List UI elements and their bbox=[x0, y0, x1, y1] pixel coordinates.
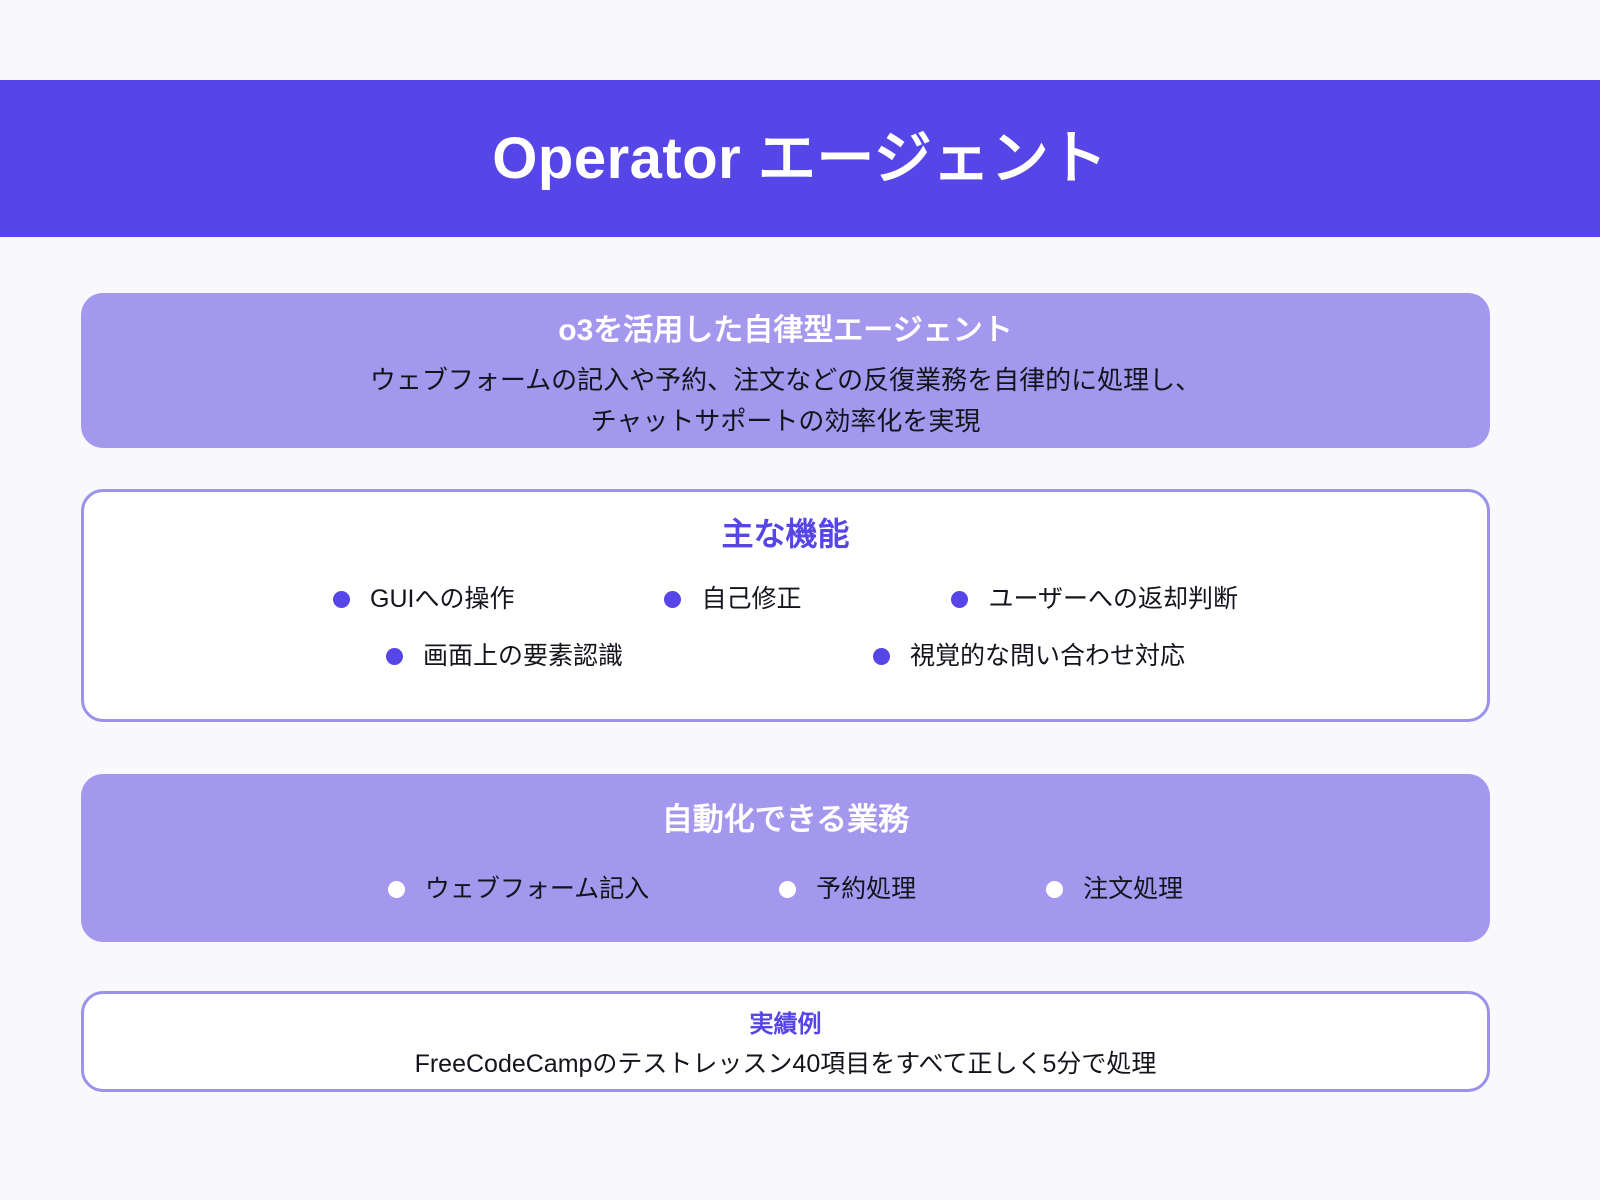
feature-label: 自己修正 bbox=[701, 584, 802, 613]
feature-label: 画面上の要素認識 bbox=[422, 641, 623, 670]
list-item: 自己修正 bbox=[664, 584, 802, 613]
automation-label: ウェブフォーム記入 bbox=[424, 875, 650, 904]
automation-label: 注文処理 bbox=[1083, 875, 1184, 904]
bullet-dot-icon bbox=[385, 647, 403, 665]
feature-label: ユーザーへの返却判断 bbox=[988, 584, 1238, 613]
list-item: 画面上の要素認識 bbox=[385, 641, 623, 670]
bullet-dot-icon bbox=[664, 590, 682, 608]
bullet-dot-icon bbox=[1046, 881, 1064, 899]
bullet-dot-icon bbox=[873, 647, 890, 665]
list-item: 注文処理 bbox=[1046, 877, 1183, 902]
features-card: 主な機能 GUIへの操作 自己修正 ユーザーへの返却判断 bbox=[81, 489, 1490, 722]
automation-label: 予約処理 bbox=[816, 875, 917, 904]
features-card-heading: 主な機能 bbox=[721, 516, 850, 552]
list-item: 視覚的な問い合わせ対応 bbox=[873, 641, 1186, 670]
list-item: ウェブフォーム記入 bbox=[387, 875, 650, 904]
automation-list: ウェブフォーム記入 予約処理 注文処理 bbox=[81, 877, 1490, 902]
summary-body-line-2: チャットサポートの効率化を実現 bbox=[590, 406, 981, 437]
summary-card: o3を活用した自律型エージェント ウェブフォームの記入や予約、注文などの反復業務… bbox=[81, 293, 1490, 448]
bullet-dot-icon bbox=[333, 590, 350, 608]
results-card: 実績例 FreeCodeCampのテストレッスン40項目をすべて正しく5分で処理 bbox=[81, 991, 1490, 1092]
results-card-heading: 実績例 bbox=[749, 1011, 822, 1038]
list-item: 予約処理 bbox=[779, 877, 916, 902]
list-item: GUIへの操作 bbox=[333, 584, 515, 613]
summary-card-body: ウェブフォームの記入や予約、注文などの反復業務を自律的に処理し、 チャットサポー… bbox=[81, 360, 1490, 443]
bullet-dot-icon bbox=[387, 881, 405, 899]
bullet-dot-icon bbox=[951, 590, 969, 608]
features-list: GUIへの操作 自己修正 ユーザーへの返却判断 画面上の要素認識 bbox=[84, 584, 1487, 670]
bullet-dot-icon bbox=[779, 881, 797, 899]
page-header-band: Operator エージェント bbox=[0, 80, 1600, 237]
feature-label: GUIへの操作 bbox=[370, 584, 515, 613]
list-item: ユーザーへの返却判断 bbox=[951, 584, 1238, 613]
feature-label: 視覚的な問い合わせ対応 bbox=[910, 641, 1186, 670]
automation-card-heading: 自動化できる業務 bbox=[661, 802, 910, 837]
results-card-body: FreeCodeCampのテストレッスン40項目をすべて正しく5分で処理 bbox=[414, 1049, 1157, 1078]
features-row-2: 画面上の要素認識 視覚的な問い合わせ対応 bbox=[84, 641, 1487, 670]
page-title: Operator エージェント bbox=[492, 125, 1108, 191]
automation-card: 自動化できる業務 ウェブフォーム記入 予約処理 注文処理 bbox=[81, 774, 1490, 942]
summary-body-line-1: ウェブフォームの記入や予約、注文などの反復業務を自律的に処理し、 bbox=[369, 364, 1202, 395]
features-row-1: GUIへの操作 自己修正 ユーザーへの返却判断 bbox=[84, 584, 1487, 613]
summary-card-heading: o3を活用した自律型エージェント bbox=[558, 314, 1013, 347]
